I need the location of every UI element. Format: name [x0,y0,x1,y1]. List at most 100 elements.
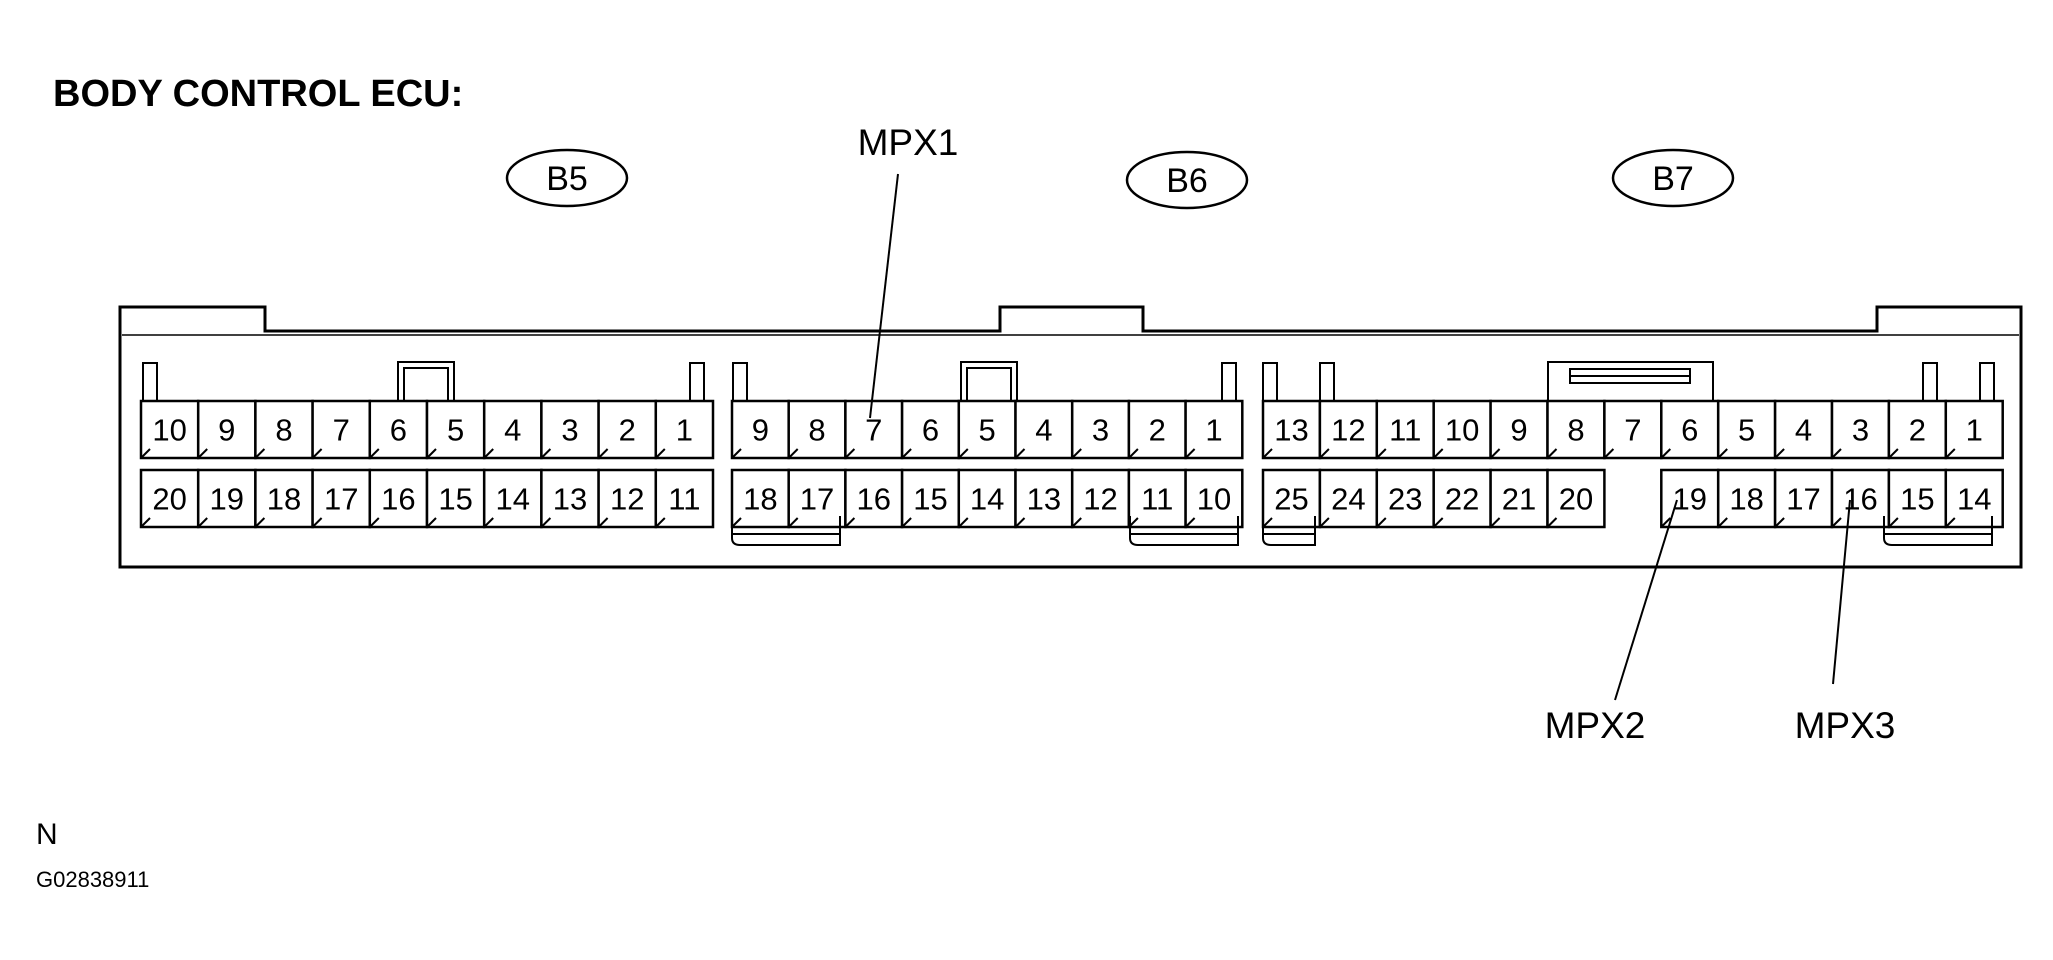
pin-b5-16: 16 [368,468,429,529]
connector-label-b7: B7 [1611,148,1735,208]
pin-b7-3: 3 [1830,399,1891,460]
pin-number: 14 [1957,482,1991,517]
pin-number: 4 [504,413,521,448]
pin-number: 11 [1141,482,1173,517]
pin-b6-3: 3 [1070,399,1131,460]
diagram-title: BODY CONTROL ECU: [53,73,463,115]
pin-cell [1184,468,1244,529]
pin-key-mark [598,448,609,458]
pin-key-mark [1889,517,1899,527]
pin-key-mark [1129,448,1139,458]
pin-b6-10: 10 [1184,468,1244,529]
pin-number: 11 [668,482,700,517]
pin-key-mark [1490,517,1501,527]
pin-key-mark [1263,448,1273,458]
footer-mark: N [36,818,58,851]
pin-b7-18: 18 [1716,468,1777,529]
callout-line-mpx3 [1832,499,1851,685]
callout-label-mpx3: MPX3 [1795,705,1896,746]
pin-key-mark [732,448,742,458]
pin-cell [787,468,847,529]
housing-details [142,361,1995,546]
pin-cell [1070,468,1131,529]
pin-b5-12: 12 [597,468,658,529]
pin-number: 13 [553,482,587,517]
pin-b6-8: 8 [787,399,847,460]
pin-cell [1716,399,1777,460]
pin-b7-16: 16 [1830,468,1891,529]
pin-cell [844,468,904,529]
pin-number: 12 [1331,413,1365,448]
pin-key-mark [788,517,799,527]
pin-cell [1318,399,1379,460]
pin-b7-23: 23 [1375,468,1435,529]
pin-key-mark [1263,517,1273,527]
pin-cell [1603,399,1663,460]
pin-cell [1660,399,1720,460]
pin-key-mark [788,448,799,458]
pin-key-mark [1490,448,1501,458]
pin-b5-20: 20 [139,468,200,529]
pin-key-mark [1775,517,1785,527]
pin-cell [368,399,429,460]
pin-b7-4: 4 [1773,399,1834,460]
pin-key-mark [1015,448,1026,458]
pin-number: 4 [1035,413,1052,448]
pin-key-mark [845,448,856,458]
pin-key-mark [1185,448,1196,458]
pin-key-mark [1661,448,1672,458]
pin-key-mark [427,517,437,527]
pin-key-mark [1604,448,1615,458]
pin-number: 7 [333,413,350,448]
pin-number: 6 [390,413,407,448]
connector-name-b5: B5 [546,160,588,198]
pin-cell [482,399,543,460]
pin-b5-17: 17 [311,468,372,529]
pin-cell [1546,399,1606,460]
pin-cell [654,468,715,529]
pin-key-mark [959,517,969,527]
pin-cell [1944,468,2004,529]
pin-b7-11: 11 [1375,399,1435,460]
pin-key-mark [255,517,266,527]
pin-key-mark [1433,448,1444,458]
callout-mpx2: MPX2 [1545,499,1678,746]
pin-number: 2 [619,413,636,448]
pin-key-mark [656,517,666,527]
pin-key-mark [1320,448,1330,458]
pin-key-mark [312,448,323,458]
pin-key-mark [1946,517,1956,527]
pin-key-mark [1377,448,1387,458]
pin-b6-7: 7 [844,399,904,460]
pin-key-mark [1832,448,1842,458]
pin-cell [311,399,372,460]
pin-number: 13 [1274,413,1308,448]
pin-key-mark [902,517,912,527]
pin-b7-8: 8 [1546,399,1606,460]
pin-b6-15: 15 [900,468,961,529]
pin-b5-19: 19 [196,468,257,529]
pin-key-mark [141,448,151,458]
pin-b7-20: 20 [1546,468,1606,529]
pin-b5-9: 9 [196,399,257,460]
pin-b7-6: 6 [1660,399,1720,460]
pin-cell [1887,468,1948,529]
pin-b7-12: 12 [1318,399,1379,460]
pin-b6-16: 16 [844,468,904,529]
pin-b6-1: 1 [1184,399,1244,460]
pin-cell [139,399,200,460]
pin-b5-18: 18 [254,468,314,529]
pin-key-mark [198,448,208,458]
pin-b7-24: 24 [1318,468,1379,529]
pin-b6-11: 11 [1127,468,1187,529]
pin-key-mark [1775,448,1785,458]
pin-cell [1014,399,1074,460]
pin-b7-14: 14 [1944,468,2004,529]
pin-b5-3: 3 [540,399,600,460]
pin-cell [597,468,658,529]
pin-cell [1830,399,1891,460]
connector-label-b5: B5 [505,148,629,208]
pin-b7-13: 13 [1261,399,1322,460]
